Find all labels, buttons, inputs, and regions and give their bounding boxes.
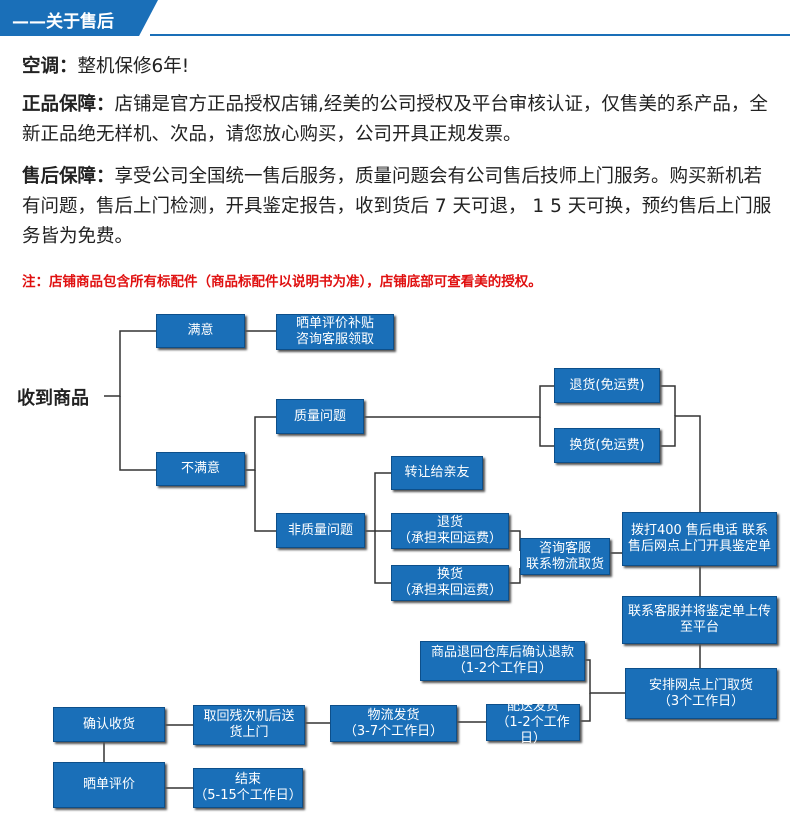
genuine-guarantee: 正品保障：店铺是官方正品授权店铺,经美的公司授权及平台审核认证，仅售美的系产品，… — [22, 90, 772, 150]
quality-issue-label: 质量问题 — [293, 408, 346, 424]
retrieve-defect-line1: 取回残次机后送 — [203, 709, 295, 724]
unsatisfied-label: 不满意 — [180, 461, 220, 476]
warehouse-refund-node: 商品退回仓库后确认退款（1-2个工作日） — [420, 641, 585, 681]
genuine-label: 正品保障： — [22, 94, 115, 115]
note-text: 注：店铺商品包含所有标配件（商品标配件以说明书为准），店铺底部可查看美的授权。 — [22, 274, 542, 290]
section-header: ——关于售后 — [0, 0, 790, 38]
delivery-node: 配送发货（1-2个工作日） — [486, 699, 580, 746]
consult-logistics-line1: 咨询客服 — [538, 540, 591, 556]
unsatisfied-node: 不满意 — [156, 452, 245, 486]
gift-friend-label: 转让给亲友 — [404, 465, 470, 480]
contact-upload-line2: 至平台 — [679, 620, 719, 635]
aircon-label: 空调： — [22, 56, 78, 77]
retrieve-defect-node: 取回残次机后送货上门 — [193, 705, 305, 745]
aircon-warranty: 空调：整机保修6年! — [22, 52, 189, 82]
non-quality-issue-label: 非质量问题 — [287, 522, 353, 538]
satisfied-label: 满意 — [187, 323, 214, 338]
contact-upload-line1: 联系客服并将鉴定单上传 — [627, 604, 771, 619]
arrange-pickup-node: 安排网点上门取货（3个工作日） — [625, 668, 777, 719]
exchange-paid-line2: （承担来回运费） — [397, 583, 502, 598]
warehouse-refund-line1: 商品退回仓库后确认退款 — [430, 645, 574, 660]
dial-400-node: 拨打400 售后电话 联系售后网点上门开具鉴定单 — [622, 512, 777, 566]
logistics-ship-node: 物流发货（3-7个工作日） — [330, 705, 457, 742]
contact-upload-node: 联系客服并将鉴定单上传至平台 — [622, 596, 777, 644]
review-bonus-line1: 晒单评价补贴 — [295, 316, 374, 331]
consult-logistics-node: 咨询客服联系物流取货 — [520, 538, 610, 575]
return-free-node: 退货(免运费) — [554, 368, 660, 403]
aircon-text: 整机保修6年! — [77, 56, 190, 77]
root-node: 收到商品 — [17, 388, 89, 409]
delivery-line1: 配送发货 — [506, 698, 559, 714]
dial-400-line1: 拨打400 售后电话 联系 — [630, 523, 769, 538]
review-bonus-line2: 咨询客服领取 — [295, 332, 374, 347]
dial-400-line2: 售后网点上门开具鉴定单 — [627, 539, 771, 554]
header-title: ——关于售后 — [12, 12, 114, 32]
quality-issue-node: 质量问题 — [276, 399, 364, 434]
exchange-free-label: 换货(免运费) — [569, 437, 645, 453]
end-node: 结束（5-15个工作日） — [193, 768, 303, 808]
end-line2: （5-15个工作日） — [194, 788, 302, 803]
exchange-paid-node: 换货（承担来回运费） — [391, 565, 509, 601]
aftersale-guarantee: 售后保障：享受公司全国统一售后服务，质量问题会有公司售后技师上门服务。购买新机若… — [22, 162, 772, 252]
return-paid-line1: 退货 — [436, 515, 463, 530]
review-bonus-node: 晒单评价补贴咨询客服领取 — [276, 314, 394, 350]
return-free-label: 退货(免运费) — [569, 377, 645, 393]
exchange-free-node: 换货(免运费) — [554, 428, 660, 463]
review-node: 晒单评价 — [53, 762, 165, 808]
consult-logistics-line2: 联系物流取货 — [525, 556, 604, 572]
satisfied-node: 满意 — [156, 314, 245, 348]
review-label: 晒单评价 — [82, 777, 135, 792]
aftersale-text: 享受公司全国统一售后服务，质量问题会有公司售后技师上门服务。购买新机若有问题，售… — [22, 166, 772, 247]
confirm-receipt-label: 确认收货 — [82, 716, 135, 732]
warehouse-refund-line2: （1-2个工作日） — [452, 661, 553, 676]
header-bar — [0, 0, 158, 36]
delivery-line2: （1-2个工作日） — [496, 714, 570, 746]
confirm-receipt-node: 确认收货 — [53, 707, 165, 742]
end-line1: 结束 — [234, 772, 261, 787]
header-divider — [150, 34, 790, 36]
genuine-text: 店铺是官方正品授权店铺,经美的公司授权及平台审核认证，仅售美的系产品，全新正品绝… — [22, 94, 768, 145]
gift-friend-node: 转让给亲友 — [391, 456, 483, 490]
arrange-pickup-line1: 安排网点上门取货 — [648, 677, 753, 693]
arrange-pickup-line2: （3个工作日） — [657, 693, 745, 709]
return-paid-node: 退货（承担来回运费） — [391, 513, 509, 549]
logistics-ship-line2: （3-7个工作日） — [343, 723, 444, 739]
return-paid-line2: （承担来回运费） — [397, 531, 502, 546]
exchange-paid-line1: 换货 — [436, 567, 463, 582]
aftersale-label: 售后保障： — [22, 166, 115, 187]
non-quality-issue-node: 非质量问题 — [276, 513, 365, 548]
retrieve-defect-line2: 货上门 — [229, 725, 269, 740]
logistics-ship-line1: 物流发货 — [367, 707, 420, 723]
